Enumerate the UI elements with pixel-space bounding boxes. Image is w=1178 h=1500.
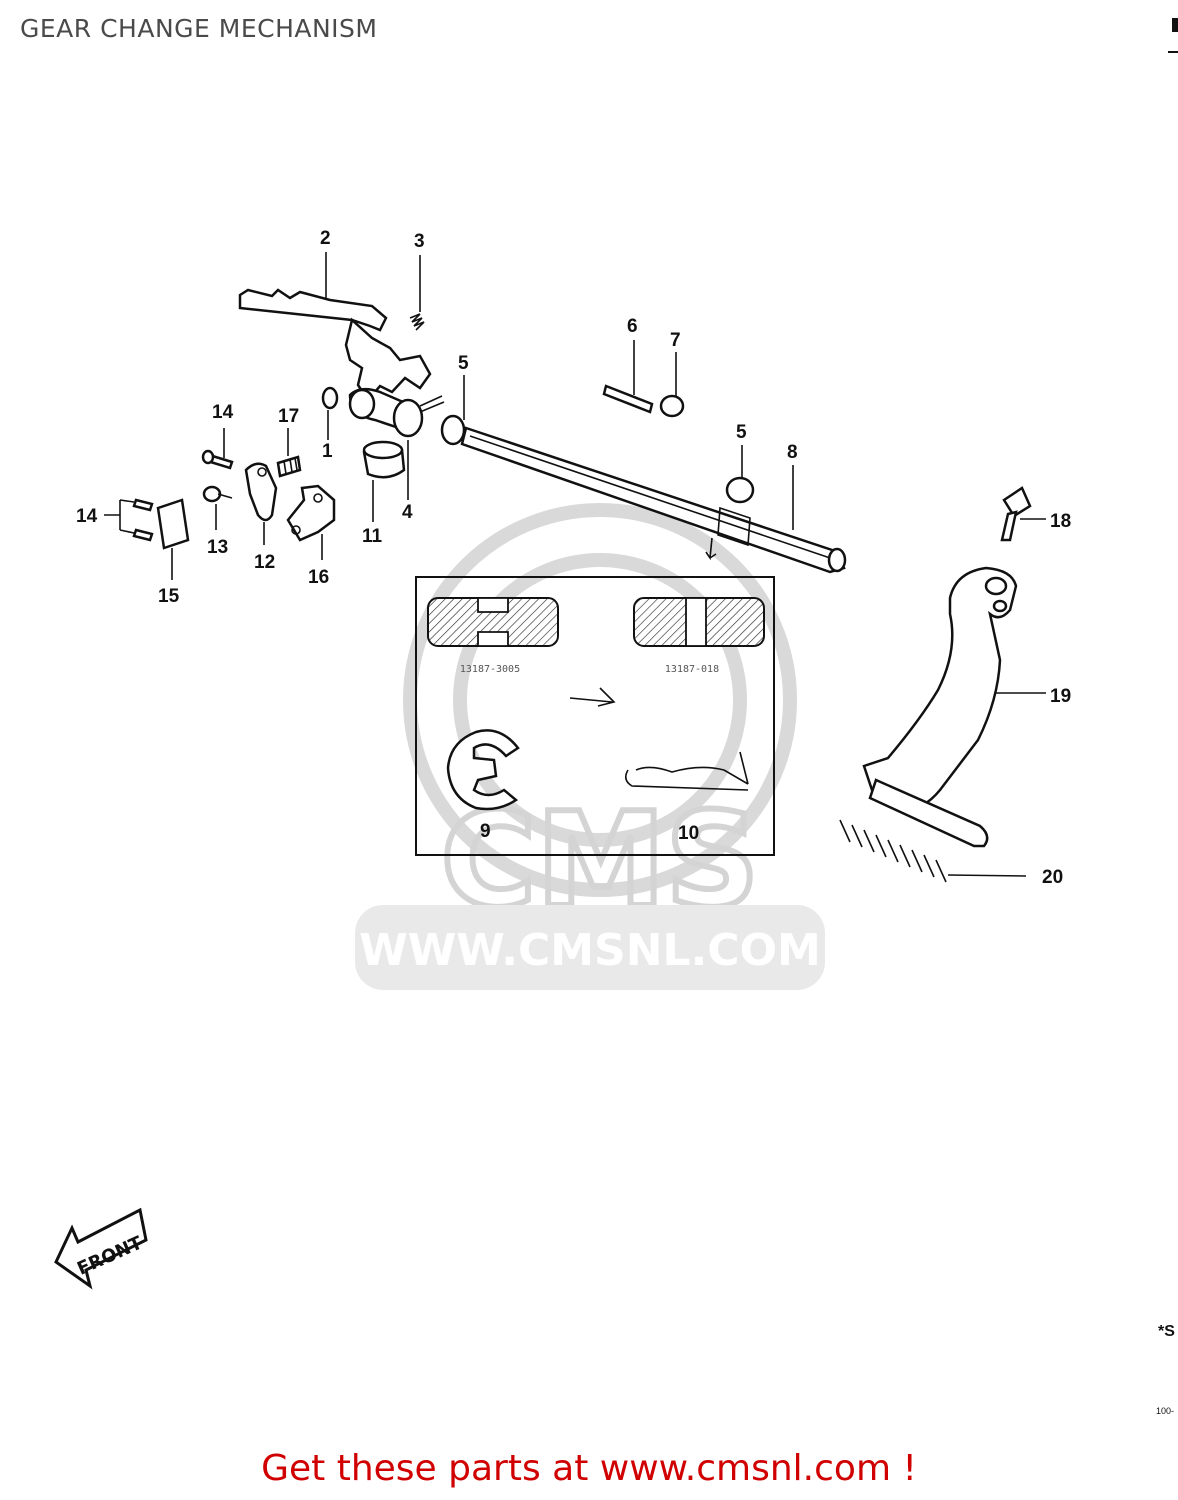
callout-16: 16	[308, 567, 329, 588]
part-3-spring	[409, 255, 425, 331]
part-18-bolt	[1000, 486, 1046, 542]
callout-13: 13	[207, 537, 228, 558]
callout-9: 9	[480, 821, 491, 842]
part-17-spring	[276, 428, 302, 478]
callout-10: 10	[678, 823, 699, 844]
part-19-pedal	[862, 566, 1046, 848]
front-arrow: FRONT	[54, 1207, 148, 1290]
part-15-bracket	[104, 498, 190, 580]
part-13-nut	[202, 485, 233, 530]
part-16-plate	[286, 484, 336, 560]
part-10-cotter-pin	[624, 751, 749, 791]
callout-18: 18	[1050, 511, 1071, 532]
callout-14b: 14	[76, 506, 98, 527]
inset-left-label: 13187-3005	[460, 664, 520, 675]
part-5-washer-b	[725, 445, 755, 504]
watermark-url: WWW.CMSNL.COM	[359, 925, 821, 976]
watermark-logo: CMS WWW.CMSNL.COM	[355, 503, 825, 990]
callout-12: 12	[254, 552, 275, 573]
part-5-washer-a	[440, 375, 466, 446]
callout-19: 19	[1050, 686, 1071, 707]
part-20-spring	[839, 819, 1027, 883]
page-code: 100-	[1156, 1406, 1174, 1416]
star-note: *S	[1158, 1323, 1175, 1340]
edge-marks: *S 100-	[1156, 18, 1178, 1416]
callout-1: 1	[322, 441, 333, 462]
callout-2: 2	[320, 228, 331, 249]
part-9-eclip	[446, 729, 520, 811]
callout-14a: 14	[212, 402, 234, 423]
part-2-shift-lever	[238, 252, 432, 403]
page-title: GEAR CHANGE MECHANISM	[20, 14, 378, 43]
callout-5a: 5	[458, 353, 469, 374]
callout-11: 11	[362, 526, 383, 547]
callout-15: 15	[158, 586, 180, 607]
callout-5b: 5	[736, 422, 747, 443]
part-14-bolt-a	[201, 428, 234, 470]
inset-right-label: 13187-018	[665, 664, 719, 675]
part-11-collar	[362, 440, 406, 522]
part-8-shift-shaft	[460, 426, 847, 574]
callout-7: 7	[670, 330, 681, 351]
part-12-pawl	[244, 462, 278, 545]
part-7-nut	[659, 352, 685, 418]
callout-4: 4	[402, 502, 413, 523]
callout-8: 8	[787, 442, 798, 463]
part-4-seal	[392, 395, 445, 500]
footer-cta[interactable]: Get these parts at www.cmsnl.com !	[261, 1448, 917, 1489]
callout-labels: 2 3 1 4 11 5 6 7 5 8 14 17 14 13 12 16 1…	[76, 228, 1071, 888]
callout-6: 6	[627, 316, 638, 337]
inset-panel: 13187-3005 13187-018	[415, 576, 775, 856]
callout-17: 17	[278, 406, 299, 427]
callout-3: 3	[414, 231, 425, 252]
part-1-circlip	[321, 386, 339, 440]
callout-20: 20	[1042, 867, 1063, 888]
part-6-pin	[602, 340, 654, 414]
